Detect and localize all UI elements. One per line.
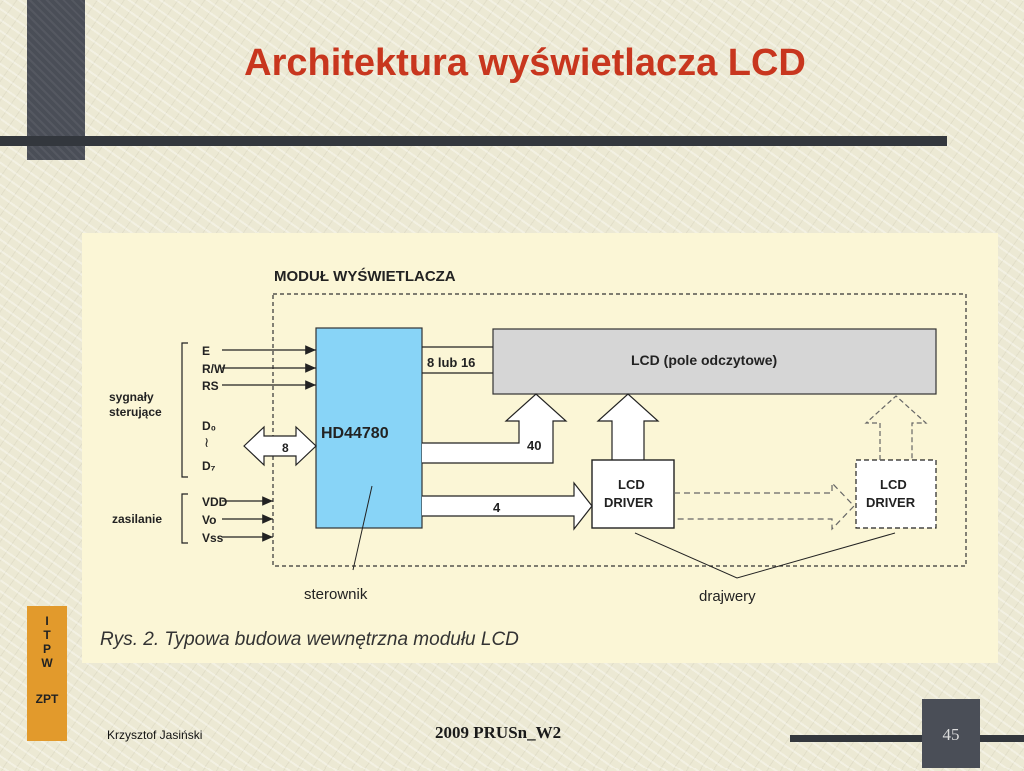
data-range-tilde: ≀ <box>204 434 209 450</box>
power-Vo: Vo <box>202 513 216 527</box>
signals-bracket <box>181 342 188 478</box>
controller-label: HD44780 <box>321 425 389 442</box>
author-name: Krzysztof Jasiński <box>107 728 203 742</box>
driver1-up-arrow <box>596 393 660 460</box>
driver-chain-arrow <box>674 481 855 531</box>
data-bus-8-arrow <box>243 425 317 467</box>
lcd-driver-1-line1: LCD <box>618 477 645 492</box>
side-label-letter: W <box>41 656 53 670</box>
side-label-letter: P <box>42 642 51 656</box>
bus-40-label: 40 <box>527 438 541 453</box>
lcd-driver-2 <box>855 459 937 529</box>
footer-course-code: 2009 PRUSn_W2 <box>435 723 562 742</box>
power-bracket <box>181 493 188 544</box>
header-rule <box>0 136 947 146</box>
signals-group-line1: sygnały <box>109 390 154 404</box>
lcd-display-label: LCD (pole odczytowe) <box>631 352 777 368</box>
data-bus-8-label: 8 <box>282 441 289 455</box>
signal-D0: D₀ <box>202 419 216 433</box>
lcd-architecture-figure: MODUŁ WYŚWIETLACZA HD44780 LCD (pole odc… <box>82 233 998 663</box>
lcd-display-field <box>492 328 937 395</box>
controller-caption: sterownik <box>304 586 368 603</box>
power-VDD: VDD <box>202 495 228 509</box>
lcd-driver-2-line1: LCD <box>880 477 907 492</box>
signal-RS: RS <box>202 379 219 393</box>
top-left-decor-block <box>27 0 85 160</box>
side-label-letter: T <box>43 628 51 642</box>
controller-block <box>315 327 423 529</box>
signal-RW: R/W <box>202 362 226 376</box>
side-label-zpt: ZPT <box>35 692 59 706</box>
footer-rule <box>790 735 1024 742</box>
bus-lcd-label: 8 lub 16 <box>427 355 475 370</box>
figure-caption: Rys. 2. Typowa budowa wewnętrzna modułu … <box>100 629 519 650</box>
power-Vss: Vss <box>202 531 224 545</box>
module-boundary <box>272 293 967 567</box>
lcd-driver-2-line2: DRIVER <box>866 495 916 510</box>
slide-title: Architektura wyświetlacza LCD <box>244 42 806 84</box>
page-number: 45 <box>922 699 980 768</box>
signal-D7: D₇ <box>202 459 216 473</box>
lcd-driver-1 <box>591 459 675 529</box>
side-label-letter: I <box>45 614 49 628</box>
signals-group-line2: sterujące <box>109 405 162 419</box>
bus-4-label: 4 <box>493 500 501 515</box>
drivers-callout-lines <box>634 532 896 579</box>
bus-40-arrow <box>422 393 568 464</box>
signal-E: E <box>202 344 210 358</box>
bus-4-arrow <box>422 481 593 531</box>
driver2-up-arrow <box>864 395 928 460</box>
controller-callout-line <box>352 485 373 571</box>
side-label-itpw: I T P W ZPT <box>27 606 67 741</box>
lcd-driver-1-line2: DRIVER <box>604 495 654 510</box>
module-title: MODUŁ WYŚWIETLACZA <box>274 267 456 285</box>
power-group-label: zasilanie <box>112 512 162 526</box>
drivers-caption: drajwery <box>699 588 756 605</box>
